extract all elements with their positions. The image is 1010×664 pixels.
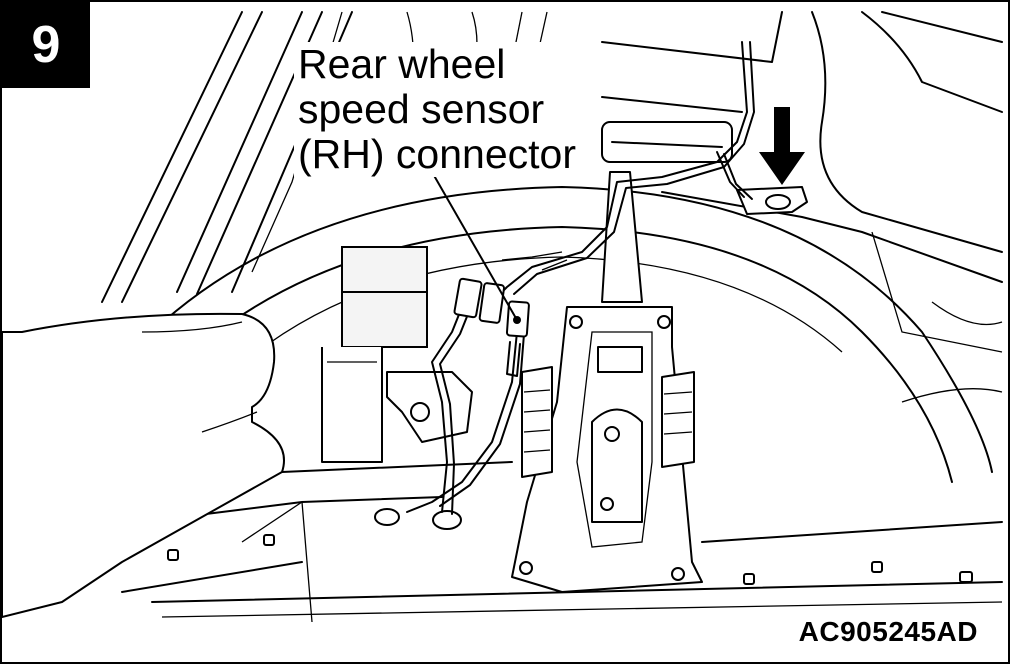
- connector-callout-label: Rear wheel speed sensor (RH) connector: [294, 42, 580, 177]
- step-number-badge: 9: [2, 2, 90, 88]
- callout-line-1: Rear wheel: [298, 41, 506, 87]
- callout-line-2: speed sensor: [298, 86, 545, 132]
- callout-line-3: (RH) connector: [298, 131, 576, 177]
- down-arrow-icon: [759, 107, 805, 185]
- figure-code: AC905245AD: [798, 616, 978, 647]
